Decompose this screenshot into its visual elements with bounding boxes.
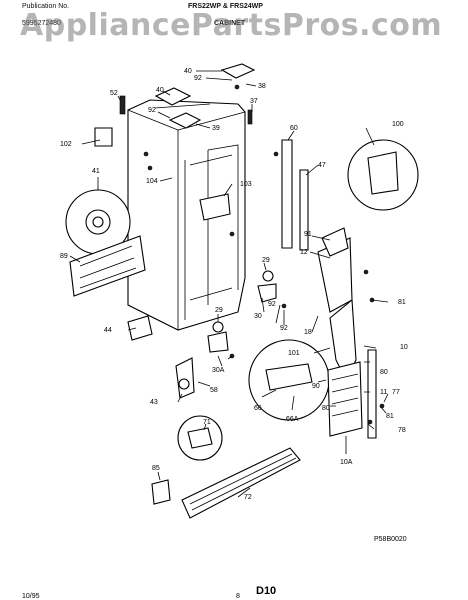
callout: 38 — [258, 83, 266, 90]
callout: 103 — [240, 181, 252, 188]
roller-bracket-43 — [175, 357, 195, 399]
callout: 80 — [322, 405, 330, 412]
callout: 71 — [203, 419, 211, 426]
callout: 29 — [262, 257, 270, 264]
callout: 41 — [92, 168, 100, 175]
roller-85 — [151, 479, 171, 505]
callout: 43 — [150, 399, 158, 406]
callout: 72 — [244, 494, 252, 501]
callout: 81 — [398, 299, 406, 306]
callout: 10 — [400, 344, 408, 351]
date: 10/95 — [22, 593, 40, 600]
handle-103 — [199, 193, 231, 221]
callout: 47 — [318, 162, 326, 169]
callout: 66A — [286, 416, 299, 423]
callout: 12 — [300, 249, 308, 256]
publication-number: 5995272480 — [22, 20, 61, 27]
rear-panel-89 — [69, 235, 146, 297]
callout: 44 — [104, 327, 112, 334]
inset-circle-102 — [94, 127, 113, 147]
publication-label: Publication No. — [22, 3, 70, 10]
callout: 81 — [386, 413, 394, 420]
callout: 92 — [194, 75, 202, 82]
callout: 91 — [304, 231, 312, 238]
callout: 101 — [288, 350, 300, 357]
page-number: 8 — [236, 593, 240, 600]
callout: 29 — [215, 307, 223, 314]
callout: 78 — [398, 427, 406, 434]
screws — [143, 151, 385, 425]
vertical-strips — [281, 139, 377, 439]
section-title: CABINET — [214, 20, 246, 27]
callout: 92 — [148, 107, 156, 114]
callout: 102 — [60, 141, 72, 148]
callout: 40 — [156, 87, 164, 94]
callout: 89 — [60, 253, 68, 260]
callout: 52 — [110, 90, 118, 97]
callout: 92 — [268, 301, 276, 308]
bracket-44 — [127, 315, 153, 341]
callout: 92 — [280, 325, 288, 332]
callout: 80 — [380, 369, 388, 376]
callout: 40 — [184, 68, 192, 75]
washer-29b — [212, 321, 224, 333]
page-code: D10 — [256, 585, 276, 597]
callout: 10A — [340, 459, 353, 466]
figure-code: P58B0020 — [374, 536, 407, 543]
callout: 90 — [312, 383, 320, 390]
watermark: AppliancePartsPros.com — [20, 8, 443, 43]
callout: 100 — [392, 121, 404, 128]
callout: 18 — [304, 329, 312, 336]
callout: 30 — [254, 313, 262, 320]
callout: 11 — [380, 389, 387, 396]
callout: 77 — [392, 389, 400, 396]
callout: 85 — [152, 465, 160, 472]
washer-29a — [262, 270, 274, 282]
callout: 37 — [250, 98, 258, 105]
callout-labels: 40 92 38 52 92 40 37 60 102 39 100 104 4… — [60, 68, 408, 501]
callout: 58 — [210, 387, 218, 394]
callout: 104 — [146, 178, 158, 185]
leader-lines — [69, 70, 389, 498]
callout: 39 — [212, 125, 220, 132]
cabinet-shell — [127, 99, 246, 331]
callout: 66 — [254, 405, 262, 412]
model-title: FRS22WP & FRS24WP — [188, 3, 263, 10]
grille-10A — [327, 361, 363, 437]
callout: 30A — [212, 367, 225, 374]
callout: 60 — [290, 125, 298, 132]
